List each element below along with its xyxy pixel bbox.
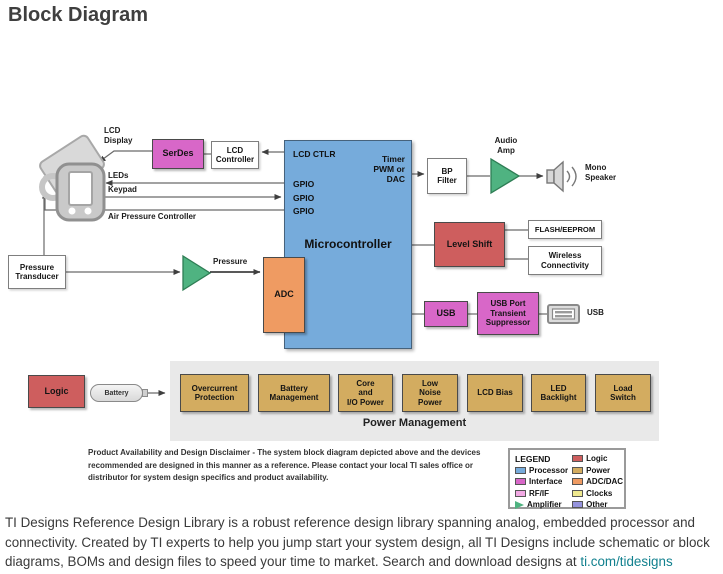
- block-serdes[interactable]: SerDes: [152, 139, 204, 169]
- page-title: Block Diagram: [8, 4, 149, 26]
- power-box-core-io[interactable]: Core and I/O Power: [338, 374, 393, 412]
- power-box-led-backlight[interactable]: LED Backlight: [531, 374, 586, 412]
- power-box-load-switch[interactable]: Load Switch: [595, 374, 651, 412]
- rfif-swatch: [515, 489, 526, 497]
- power-box-lcd-bias[interactable]: LCD Bias: [467, 374, 523, 412]
- block-adc[interactable]: ADC: [263, 257, 305, 333]
- processor-swatch: [515, 466, 526, 474]
- mcu-gpio1-label: GPIO: [293, 179, 315, 189]
- mcu-lcd-ctlr-label: LCD CTLR: [293, 149, 336, 159]
- usb-connector-icon: [547, 304, 580, 324]
- block-usb-suppressor[interactable]: USB Port Transient Suppressor: [477, 292, 539, 335]
- connector-lines: [42, 149, 548, 396]
- footer-description: TI Designs Reference Design Library is a…: [5, 513, 721, 572]
- legend-title: LEGEND: [515, 453, 551, 464]
- block-pressure-transducer[interactable]: Pressure Transducer: [8, 255, 66, 289]
- lcd-display-label: LCD Display: [104, 126, 133, 145]
- air-pressure-label: Air Pressure Controller: [108, 212, 197, 221]
- pressure-amplifier-icon: [182, 254, 212, 292]
- mcu-gpio3-label: GPIO: [293, 206, 315, 216]
- bp-monitor-icon: [39, 134, 106, 222]
- legend-right-column: Logic Power ADC/DAC Clocks Other: [572, 454, 623, 509]
- block-microcontroller[interactable]: LCD CTLR Timer PWM or DAC GPIO GPIO GPIO…: [284, 140, 412, 349]
- power-box-low-noise[interactable]: Low Noise Power: [402, 374, 458, 412]
- speaker-icon: [546, 160, 577, 193]
- block-level-shift[interactable]: Level Shift: [434, 222, 505, 267]
- amplifier-swatch: [515, 500, 524, 509]
- usb-port-label: USB: [587, 308, 604, 317]
- block-wireless-connectivity[interactable]: Wireless Connectivity: [528, 246, 602, 275]
- pressure-label: Pressure: [213, 257, 248, 266]
- block-lcd-controller[interactable]: LCD Controller: [211, 141, 259, 169]
- block-logic[interactable]: Logic: [28, 375, 85, 408]
- clocks-swatch: [572, 489, 584, 497]
- mcu-timer-label: Timer PWM or DAC: [373, 154, 405, 184]
- disclaimer-text: Product Availability and Design Disclaim…: [88, 448, 481, 482]
- power-box-battery-mgmt[interactable]: Battery Management: [258, 374, 330, 412]
- battery-nub: [142, 389, 148, 397]
- block-flash-eeprom[interactable]: FLASH/EEPROM: [528, 220, 602, 239]
- block-bp-filter[interactable]: BP Filter: [427, 158, 467, 194]
- tidesigns-link[interactable]: ti.com/tidesigns: [580, 554, 673, 569]
- footer-text: TI Designs Reference Design Library is a…: [5, 515, 710, 569]
- legend-box: LEGEND Processor Interface RF/IF Amplifi…: [508, 448, 626, 509]
- battery-icon: Battery: [90, 384, 143, 402]
- other-swatch: [572, 501, 584, 508]
- mcu-gpio2-label: GPIO: [293, 193, 315, 203]
- leds-label: LEDs: [108, 171, 129, 180]
- power-swatch: [572, 466, 584, 474]
- logic-swatch: [572, 455, 584, 462]
- keypad-label: Keypad: [108, 185, 137, 194]
- adcdac-swatch: [572, 478, 584, 485]
- mcu-name-label: Microcontroller: [304, 237, 392, 251]
- audio-amp-label: Audio Amp: [494, 136, 518, 155]
- power-box-overcurrent[interactable]: Overcurrent Protection: [180, 374, 249, 412]
- interface-swatch: [515, 478, 526, 485]
- legend-left-column: LEGEND Processor Interface RF/IF Amplifi…: [515, 453, 569, 509]
- audio-amplifier-icon: [490, 157, 521, 195]
- power-management-title: Power Management: [362, 417, 467, 429]
- mono-speaker-label: Mono Speaker: [585, 163, 617, 182]
- block-usb[interactable]: USB: [424, 301, 468, 327]
